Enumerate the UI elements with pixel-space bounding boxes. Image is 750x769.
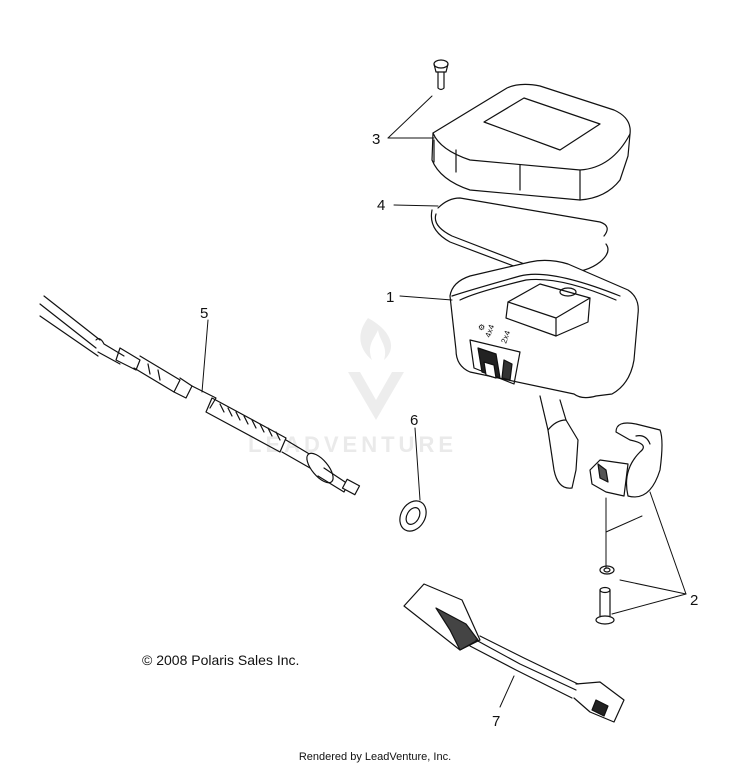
washer-part [399, 500, 427, 532]
callout-1: 1 [386, 289, 394, 306]
watermark-text: LEADVENTURE [248, 432, 457, 457]
callout-5: 5 [200, 305, 208, 322]
callout-4: 4 [377, 197, 385, 214]
screw-part [433, 59, 449, 91]
clamp-part [589, 422, 663, 498]
switch-housing-part [449, 259, 639, 489]
callout-2: 2 [690, 592, 698, 609]
leader-lines [201, 95, 687, 708]
copyright-notice: © 2008 Polaris Sales Inc. [142, 652, 300, 668]
mode-label-4x4: 4x4 [483, 323, 496, 339]
callout-3: 3 [372, 131, 380, 148]
switch-cover-part [431, 83, 631, 201]
callout-7: 7 [492, 713, 500, 730]
switch-icon-label: ⚙ [478, 323, 485, 332]
footer-credit: Rendered by LeadVenture, Inc. [298, 751, 452, 763]
wire-harness-part [403, 583, 625, 723]
throttle-cable-part [39, 295, 361, 496]
leadventure-watermark: LEADVENTURE [248, 318, 457, 457]
mode-label-2x4: 2x4 [499, 329, 512, 345]
callout-6: 6 [410, 412, 418, 429]
pin-washer-part [595, 565, 615, 625]
